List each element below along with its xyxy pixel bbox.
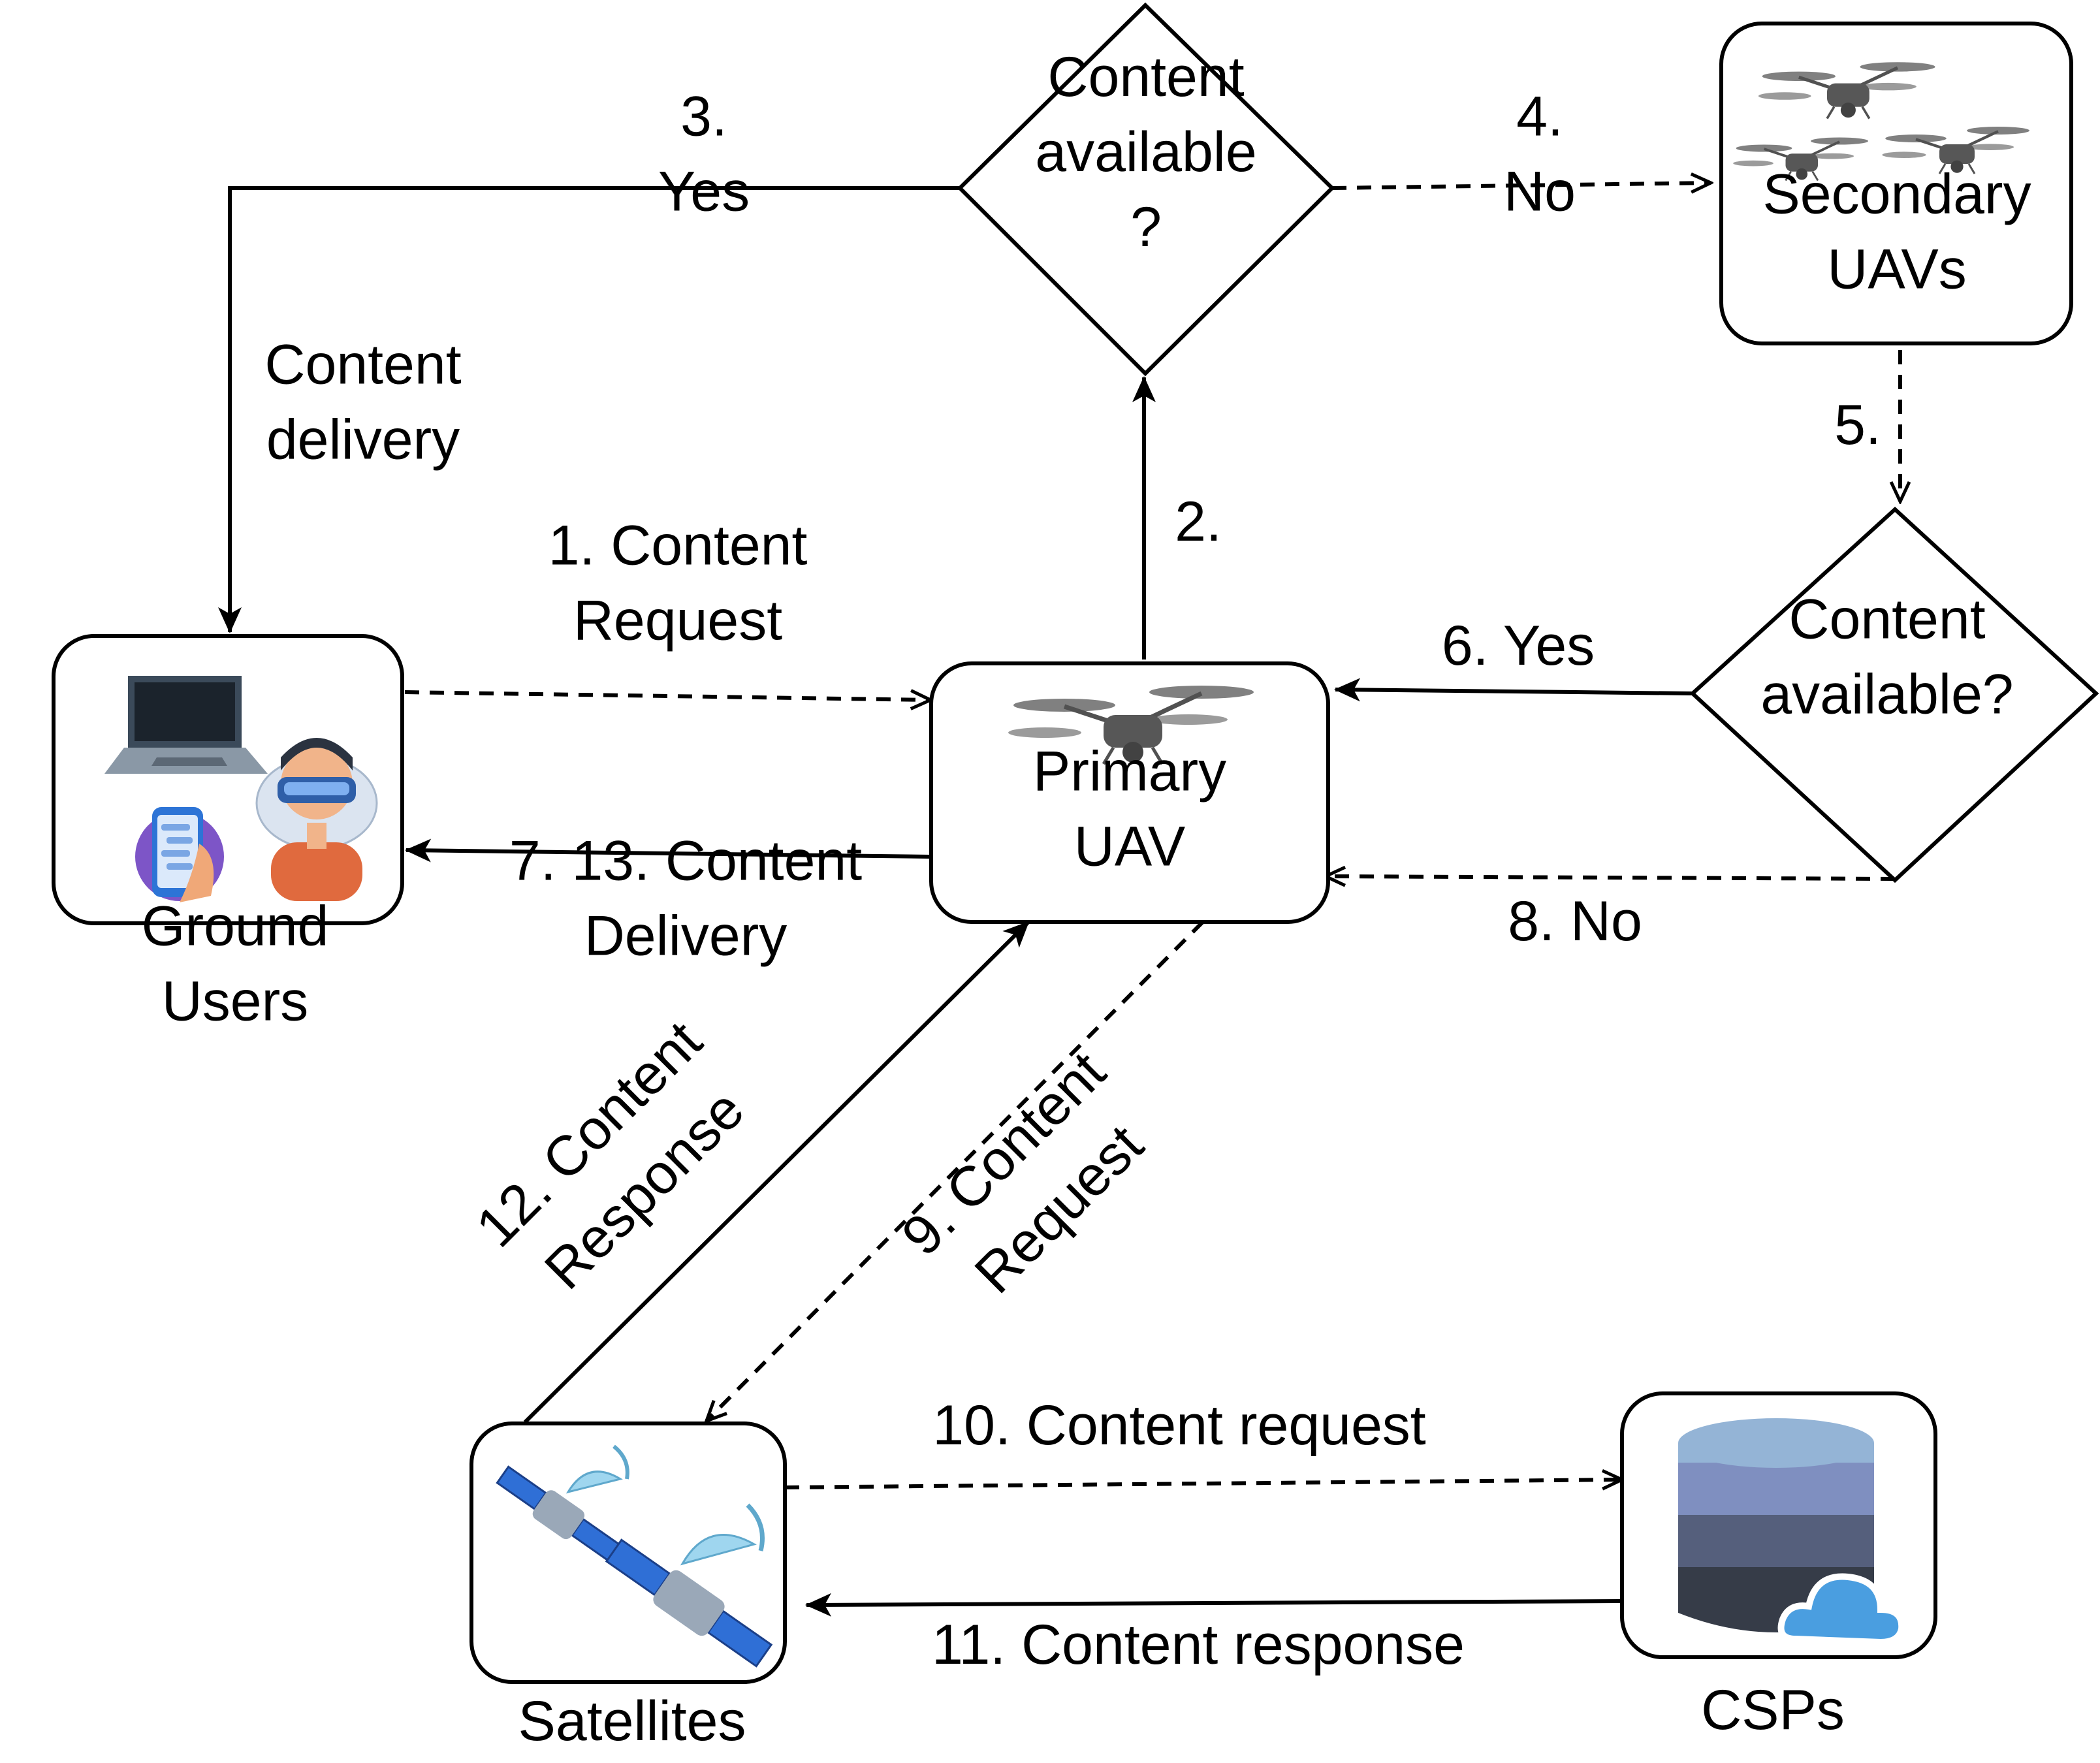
vr-user-icon	[255, 738, 378, 901]
secondary-uavs-line-1: Secondary	[1762, 163, 2031, 226]
smartphone-icon	[135, 807, 224, 902]
edge-e4-line-2: No	[1504, 161, 1576, 223]
edge-label-9: 9. ContentRequest	[890, 1040, 1173, 1323]
decision-primary-label: Content available?	[1035, 46, 1256, 259]
satellites-label: Satellites	[518, 1690, 746, 1753]
edge-label-5: 5.	[1834, 394, 1881, 456]
edge-label-3: 3. Yes	[658, 86, 750, 223]
ground-users-line-2: Users	[162, 970, 309, 1033]
laptop-icon	[104, 676, 268, 774]
edge-no-to-secondary	[1331, 183, 1711, 188]
edge-content-delivery-7-13	[405, 838, 931, 863]
edge-e3b-line-1: Content	[264, 334, 461, 396]
edge-e2-line-1: 2.	[1175, 490, 1222, 553]
decision-primary-line-3: ?	[1130, 196, 1162, 259]
drone-icon	[1008, 686, 1254, 765]
decision-secondary-line-2: available?	[1760, 663, 2013, 726]
primary-uav-line-1: Primary	[1033, 740, 1226, 803]
edge-e8-line-1: 8. No	[1508, 890, 1642, 953]
edge-e11-line-1: 11. Content response	[932, 1613, 1465, 1676]
csps-label: CSPs	[1701, 1679, 1845, 1741]
edge-e7-line-1: 7. 13. Content	[509, 830, 862, 893]
edge-label-3b: Content delivery	[264, 334, 461, 471]
edge-content-request-9	[707, 920, 1205, 1421]
edge-e3-line-1: 3.	[680, 86, 727, 148]
satellite-icon	[605, 1503, 773, 1668]
secondary-uavs-node[interactable]	[1719, 22, 2073, 345]
edge-e6-line-1: 6. Yes	[1442, 614, 1595, 677]
cloud-icon	[1777, 1573, 1905, 1646]
edge-content-response-12	[523, 920, 1030, 1424]
edge-label-6: 6. Yes	[1442, 614, 1595, 677]
decision-secondary-label: Content available?	[1760, 588, 2013, 726]
primary-uav-line-2: UAV	[1074, 816, 1185, 878]
edge-step-8-no	[1326, 876, 1896, 879]
csps-line-1: CSPs	[1701, 1679, 1845, 1741]
decision-primary-line-2: available	[1035, 121, 1256, 183]
decision-primary-line-1: Content	[1047, 46, 1244, 108]
edge-e7-line-2: Delivery	[584, 905, 788, 968]
edge-e4-line-1: 4.	[1516, 86, 1563, 148]
edge-content-request-10	[784, 1480, 1622, 1487]
edge-yes-content-delivery	[218, 186, 960, 633]
edge-e3-line-2: Yes	[658, 161, 750, 223]
ground-users-line-1: Ground	[142, 895, 329, 958]
edge-content-request-1	[404, 692, 931, 700]
edge-label-12: 12. ContentResponse	[464, 1009, 769, 1314]
edge-label-10: 10. Content request	[932, 1394, 1426, 1457]
edge-label-8: 8. No	[1508, 890, 1642, 953]
edge-label-2: 2.	[1175, 490, 1222, 553]
edge-e1-line-1: 1. Content	[549, 515, 808, 577]
edge-label-4: 4. No	[1504, 86, 1576, 223]
edge-e1-line-2: Request	[573, 590, 782, 652]
edge-content-response-11	[805, 1593, 1623, 1617]
decision-secondary-node[interactable]	[1689, 506, 2099, 883]
edge-step-6-yes	[1334, 678, 1693, 702]
edge-label-11: 11. Content response	[932, 1613, 1465, 1676]
edge-e3b-line-2: delivery	[266, 409, 460, 471]
decision-secondary-line-1: Content	[1789, 588, 1985, 651]
secondary-uavs-line-2: UAVs	[1827, 238, 1966, 301]
satellites-line-1: Satellites	[518, 1690, 746, 1753]
edge-e5-line-1: 5.	[1834, 394, 1881, 456]
edge-e10-line-1: 10. Content request	[932, 1394, 1426, 1457]
decision-primary-node[interactable]	[957, 2, 1335, 377]
satellite-icon	[496, 1444, 629, 1563]
